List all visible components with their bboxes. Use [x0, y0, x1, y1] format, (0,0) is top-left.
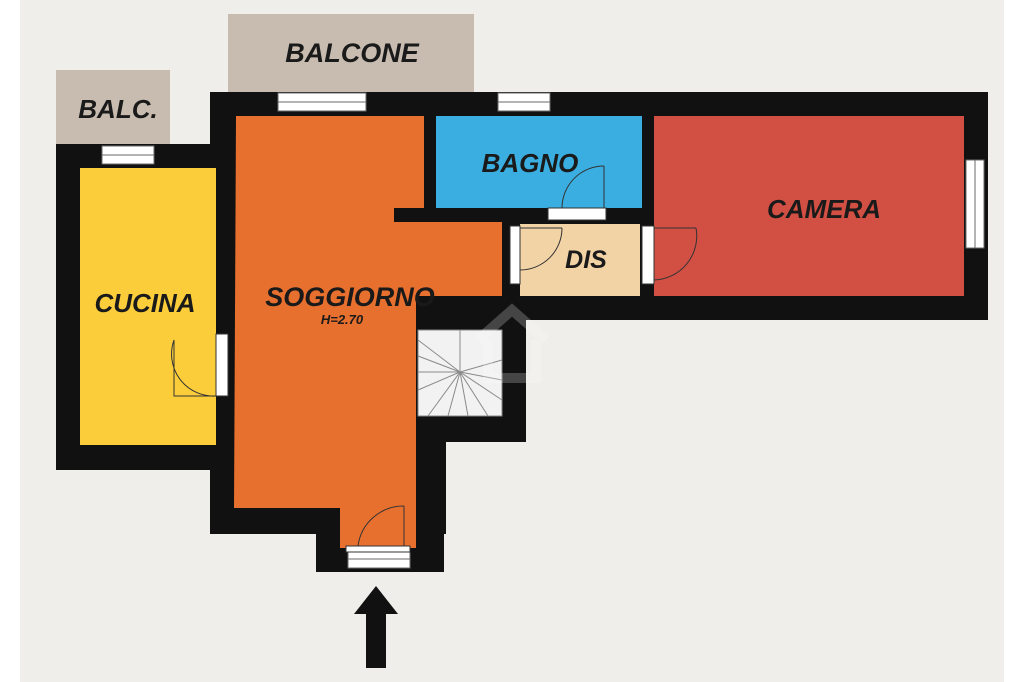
door-cucina — [215, 333, 229, 397]
soggiorno-room — [234, 116, 502, 548]
bagno-label: BAGNO — [482, 148, 579, 178]
door-camera — [641, 225, 655, 285]
bagno-room — [436, 116, 642, 208]
height-label: H=2.70 — [321, 312, 364, 327]
balcone-area — [228, 14, 474, 92]
inner-wall — [394, 208, 654, 222]
balc-area — [56, 70, 170, 145]
entrance-arrow-icon — [354, 586, 398, 668]
dis-room — [520, 224, 640, 296]
watermark-house-icon — [474, 303, 550, 383]
door-dis-left — [509, 225, 521, 285]
staircase — [417, 329, 503, 417]
soggiorno-label: SOGGIORNO — [265, 282, 435, 312]
cucina-label: CUCINA — [94, 288, 195, 318]
camera-label: CAMERA — [767, 194, 881, 224]
doors — [171, 165, 698, 553]
cucina-room — [80, 168, 216, 445]
balcone-label: BALCONE — [285, 38, 419, 68]
door-bagno — [547, 207, 607, 221]
door-entrance — [345, 545, 411, 553]
windows — [101, 92, 985, 569]
balc-label: BALC. — [78, 94, 157, 124]
camera-room — [654, 116, 964, 296]
dis-label: DIS — [565, 246, 607, 274]
